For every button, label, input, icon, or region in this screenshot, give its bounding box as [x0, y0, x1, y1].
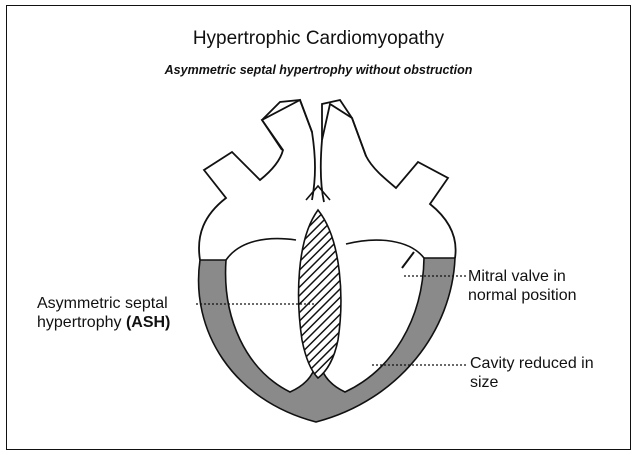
ash-label-line2: hypertrophy (ASH) [37, 313, 170, 332]
aortic-valve-leaflet [306, 186, 330, 200]
ash-label-line1: Asymmetric septal [37, 294, 170, 313]
mitral-label-line1: Mitral valve in [468, 267, 577, 286]
mitral-valve-leaflet [402, 252, 414, 268]
cavity-label-line1: Cavity reduced in [470, 354, 594, 373]
ash-label: Asymmetric septal hypertrophy (ASH) [37, 294, 170, 332]
right-upper-chamber [321, 104, 456, 258]
left-cavity-outline [226, 239, 296, 260]
mitral-valve-label: Mitral valve in normal position [468, 267, 577, 305]
left-upper-chamber [199, 100, 315, 260]
mitral-label-line2: normal position [468, 286, 577, 305]
cavity-label-line2: size [470, 373, 594, 392]
ash-label-line2-prefix: hypertrophy [37, 314, 126, 331]
cavity-label: Cavity reduced in size [470, 354, 594, 392]
ash-abbreviation: (ASH) [126, 314, 170, 331]
hypertrophied-septum [299, 210, 341, 378]
